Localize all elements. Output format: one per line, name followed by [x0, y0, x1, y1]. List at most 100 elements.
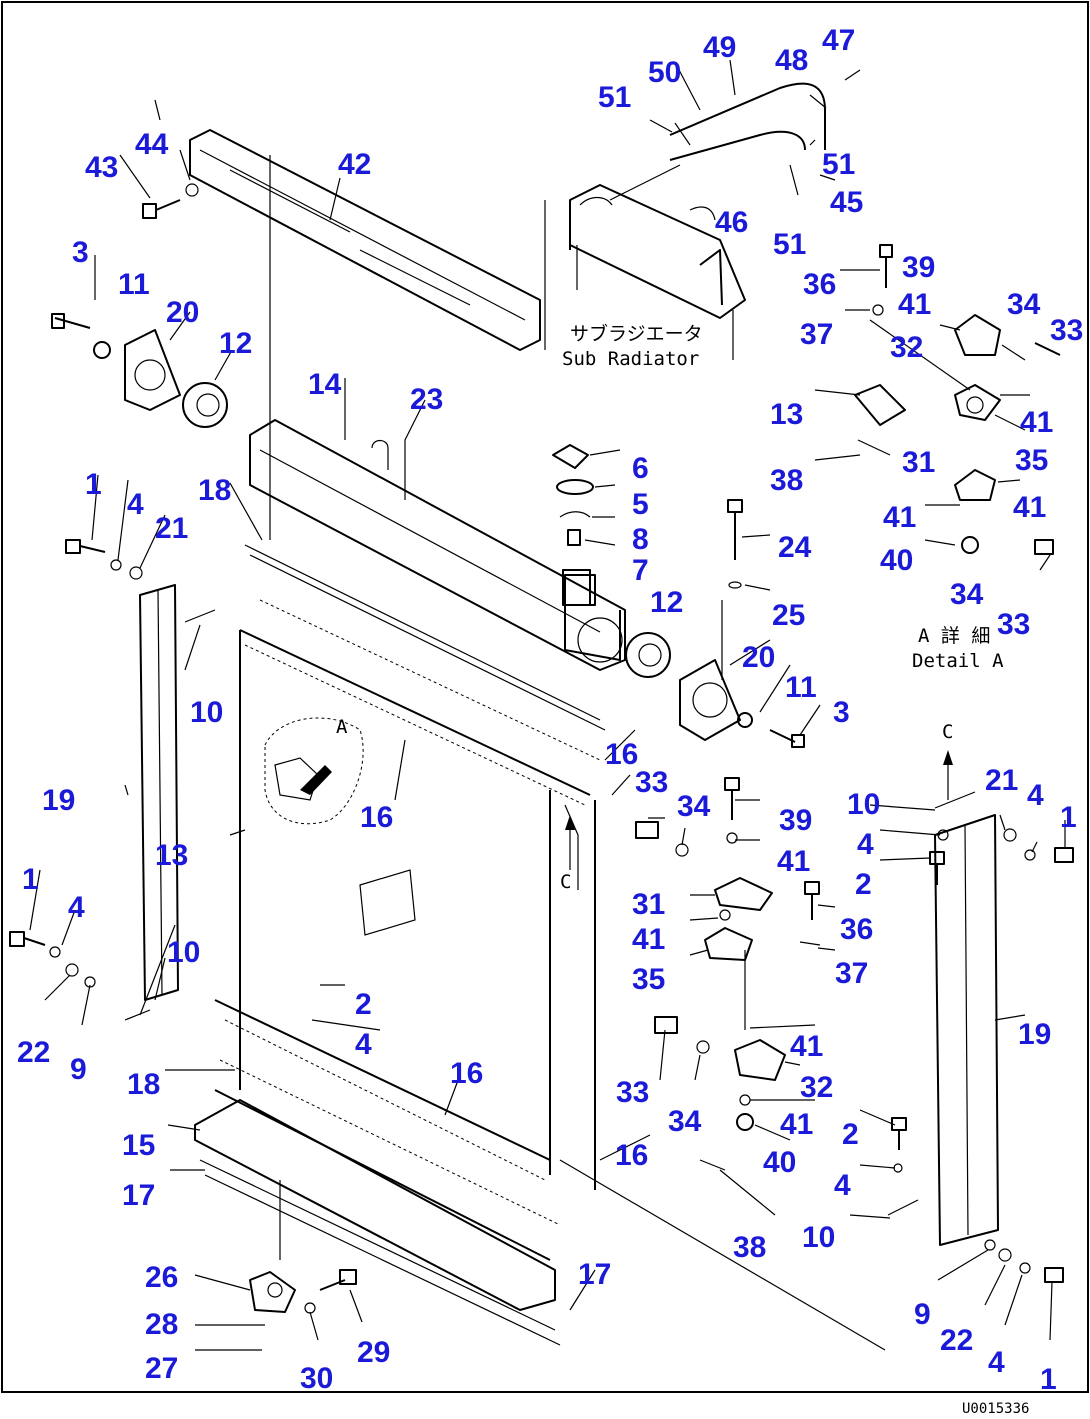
note-detail-jp: A 詳 細	[918, 625, 990, 647]
leader-lines	[29, 59, 1066, 1351]
callout-13: 13	[770, 398, 803, 431]
callout-31: 31	[632, 888, 665, 921]
callout-33: 33	[1050, 314, 1083, 347]
view-mark-c-top: C	[942, 721, 953, 743]
shroud-20-left	[124, 329, 181, 411]
side-support-19-right	[934, 814, 999, 1246]
callout-44: 44	[135, 128, 169, 161]
callout-4: 4	[834, 1169, 851, 1202]
callout-3: 3	[833, 696, 850, 729]
callout-30: 30	[300, 1362, 333, 1395]
callout-1: 1	[1060, 801, 1077, 834]
callout-32: 32	[800, 1071, 833, 1104]
overflow-hose	[609, 82, 826, 201]
bolt-43	[142, 183, 199, 219]
callout-33: 33	[635, 766, 668, 799]
callout-21: 21	[985, 764, 1018, 797]
callout-33: 33	[997, 608, 1030, 641]
drain-valve-group	[249, 1180, 357, 1314]
callout-17: 17	[578, 1258, 611, 1291]
mount-12-right	[625, 632, 671, 678]
callout-19: 19	[42, 784, 75, 817]
center-mount-group	[635, 777, 821, 1171]
callout-1: 1	[1040, 1363, 1057, 1396]
callout-25: 25	[772, 599, 805, 632]
callout-6: 6	[632, 452, 649, 485]
bolt-1-lower-left	[9, 931, 151, 1021]
upper-tank-14	[249, 419, 626, 671]
callout-31: 31	[902, 446, 935, 479]
callout-41: 41	[1020, 406, 1053, 439]
detail-a-bubble	[264, 717, 364, 825]
bolt-24	[721, 499, 743, 680]
callout-23: 23	[410, 383, 443, 416]
callout-4: 4	[355, 1028, 372, 1061]
callout-5: 5	[632, 488, 649, 521]
callout-4: 4	[988, 1346, 1005, 1379]
callout-9: 9	[70, 1053, 87, 1086]
callout-4: 4	[127, 488, 144, 521]
callout-19: 19	[1018, 1018, 1051, 1051]
callout-18: 18	[198, 474, 231, 507]
drawing-number: U0015336	[962, 1401, 1029, 1417]
callout-50: 50	[648, 56, 681, 89]
callout-51: 51	[598, 81, 631, 114]
detail-a-mount	[854, 244, 1061, 555]
view-arrows-c	[565, 750, 953, 870]
callout-26: 26	[145, 1261, 178, 1294]
view-mark-c-core: C	[560, 871, 571, 893]
callout-13: 13	[155, 839, 188, 872]
callout-41: 41	[898, 288, 931, 321]
callout-36: 36	[803, 268, 836, 301]
callout-11: 11	[118, 268, 150, 301]
callout-10: 10	[167, 936, 200, 969]
callout-38: 38	[770, 464, 803, 497]
callout-4: 4	[68, 891, 85, 924]
lower-tank-15	[194, 1099, 886, 1351]
drawing-frame	[1, 1, 1089, 1393]
callout-16: 16	[360, 801, 393, 834]
callout-46: 46	[715, 206, 748, 239]
callout-4: 4	[857, 828, 874, 861]
callout-41: 41	[780, 1108, 813, 1141]
cap-parts	[552, 444, 594, 606]
callout-8: 8	[632, 523, 649, 556]
callout-2: 2	[842, 1118, 859, 1151]
right-bolts	[887, 791, 1074, 1283]
mount-12-left	[182, 382, 228, 428]
gasket-18-upper	[244, 544, 606, 731]
callout-36: 36	[840, 913, 873, 946]
callout-16: 16	[450, 1057, 483, 1090]
callout-18: 18	[127, 1068, 160, 1101]
callout-2: 2	[855, 868, 872, 901]
callout-3: 3	[72, 236, 89, 269]
side-support-19-left	[139, 584, 179, 1001]
bolt-1-upper-left	[65, 539, 216, 623]
callout-35: 35	[632, 963, 665, 996]
callout-40: 40	[880, 544, 913, 577]
callout-12: 12	[650, 586, 683, 619]
callout-41: 41	[790, 1030, 823, 1063]
callout-4: 4	[1027, 779, 1044, 812]
callout-47: 47	[822, 24, 855, 57]
callout-38: 38	[733, 1231, 766, 1264]
callout-33: 33	[616, 1076, 649, 1109]
bolt-3-right	[737, 712, 805, 748]
callout-7: 7	[632, 554, 649, 587]
callout-41: 41	[777, 845, 810, 878]
bolt-3-left	[51, 313, 111, 359]
callout-51: 51	[822, 148, 855, 181]
sub-radiator	[544, 184, 746, 360]
callout-17: 17	[122, 1179, 155, 1212]
callout-41: 41	[632, 923, 665, 956]
callout-2: 2	[355, 988, 372, 1021]
callout-9: 9	[914, 1298, 931, 1331]
callout-34: 34	[1007, 288, 1041, 321]
callout-51: 51	[773, 228, 806, 261]
callout-10: 10	[847, 788, 880, 821]
callout-16: 16	[615, 1139, 648, 1172]
callout-20: 20	[742, 641, 775, 674]
callout-21: 21	[155, 512, 188, 545]
